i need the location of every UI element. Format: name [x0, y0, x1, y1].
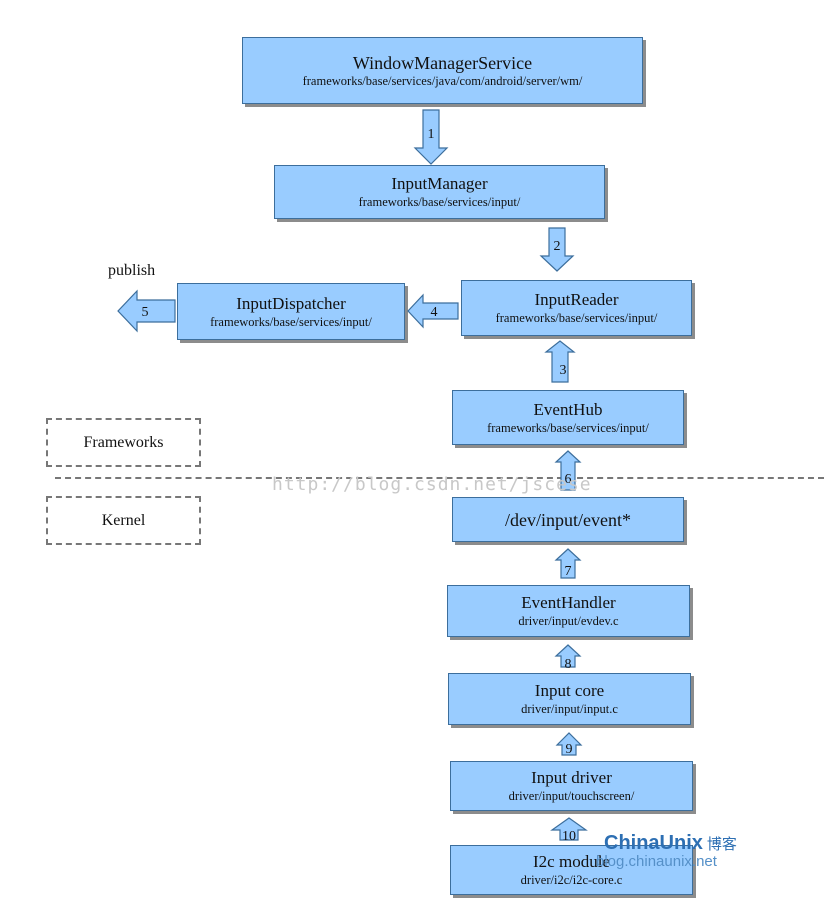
arrow-label: 10	[562, 829, 576, 844]
arrow-label: 5	[142, 305, 149, 320]
arrow-label: 4	[431, 305, 438, 320]
box-path: frameworks/base/services/java/com/androi…	[302, 73, 583, 88]
box-title: InputDispatcher	[236, 293, 346, 313]
input-reader-box: InputReader frameworks/base/services/inp…	[461, 280, 692, 336]
arrow-label: 3	[560, 363, 567, 378]
chinaunix-brand: ChinaUnix	[604, 832, 703, 854]
arrow-3: 3	[544, 340, 576, 383]
box-title: InputReader	[534, 290, 619, 309]
arrow-6: 6	[554, 450, 582, 491]
chinaunix-blog-text: 博客	[706, 835, 737, 853]
publish-label: publish	[108, 262, 156, 279]
box-path: frameworks/base/services/input/	[495, 311, 658, 325]
arrow-label: 1	[428, 127, 435, 142]
input-dispatcher-box: InputDispatcher frameworks/base/services…	[177, 283, 405, 340]
csdn-watermark: http://blog.csdn.net/jscese	[272, 474, 592, 495]
box-path: frameworks/base/services/input/	[210, 314, 372, 329]
arrow-9: 9	[555, 732, 583, 757]
event-handler-box: EventHandler driver/input/evdev.c	[447, 585, 690, 637]
box-title: InputManager	[391, 174, 488, 193]
arrow-8: 8	[554, 644, 582, 672]
box-path: driver/input/input.c	[521, 702, 618, 716]
kernel-label-text: Kernel	[101, 511, 146, 529]
arrow-1: 1	[413, 109, 449, 165]
window-manager-service-box: WindowManagerService frameworks/base/ser…	[242, 37, 643, 104]
box-title: EventHandler	[521, 593, 616, 612]
arrow-label: 6	[565, 472, 572, 487]
dev-input-event-box: /dev/input/event*	[452, 497, 684, 542]
box-title: /dev/input/event*	[505, 509, 631, 530]
kernel-layer-label: Kernel	[46, 496, 201, 545]
input-driver-box: Input driver driver/input/touchscreen/	[450, 761, 693, 811]
i2c-module-box: I2c module driver/i2c/i2c-core.c	[450, 845, 693, 895]
arrow-label: 9	[566, 742, 573, 757]
box-title: Input driver	[531, 768, 612, 787]
arrow-label: 8	[565, 657, 572, 672]
input-manager-box: InputManager frameworks/base/services/in…	[274, 165, 605, 219]
input-core-box: Input core driver/input/input.c	[448, 673, 691, 725]
arrow-label: 2	[554, 239, 561, 254]
box-title: Input core	[534, 681, 605, 700]
arrow-10: 10	[550, 817, 588, 844]
arrow-7: 7	[554, 548, 582, 579]
framework-kernel-divider	[55, 477, 824, 479]
frameworks-layer-label: Frameworks	[46, 418, 201, 467]
arrow-label: 7	[565, 564, 572, 579]
frameworks-label-text: Frameworks	[83, 433, 164, 451]
arrow-4: 4	[407, 293, 459, 329]
box-path: frameworks/base/services/input/	[358, 195, 521, 209]
box-title: EventHub	[533, 399, 603, 419]
box-path: driver/input/evdev.c	[518, 614, 619, 628]
arrow-2: 2	[539, 227, 575, 272]
box-path: driver/input/touchscreen/	[508, 789, 635, 803]
box-path: driver/i2c/i2c-core.c	[520, 873, 623, 887]
box-title: I2c module	[533, 852, 610, 871]
arrow-5: 5	[117, 289, 176, 333]
box-title: WindowManagerService	[352, 52, 533, 73]
chinaunix-url: blog.chinaunix.net	[596, 853, 717, 870]
event-hub-box: EventHub frameworks/base/services/input/	[452, 390, 684, 445]
box-path: frameworks/base/services/input/	[487, 420, 649, 435]
